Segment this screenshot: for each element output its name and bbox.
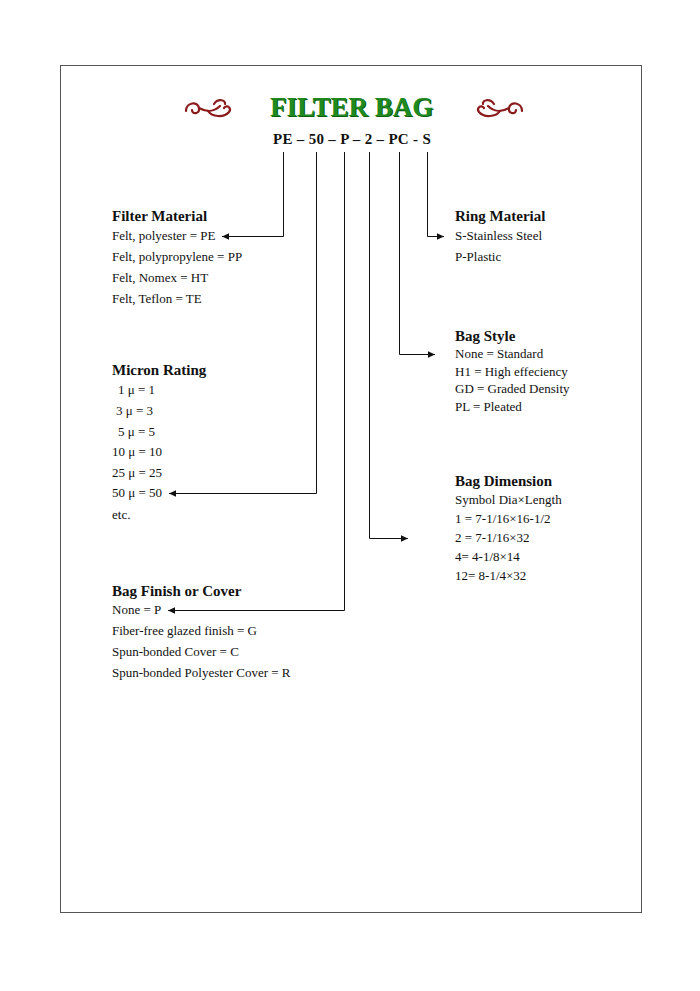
code-entry: Symbol Dia×Length: [455, 493, 562, 508]
section-heading: Ring Material: [455, 208, 545, 225]
code-entry: 5 μ = 5: [118, 425, 155, 440]
leader-arrow: [169, 152, 317, 494]
code-entry: GD = Graded Density: [455, 382, 570, 397]
leader-arrow: [222, 152, 284, 237]
code-entry: 10 μ = 10: [112, 445, 162, 460]
code-entry: 1 = 7-1/16×16-1/2: [455, 512, 551, 527]
code-entry: etc.: [112, 508, 130, 523]
code-entry: S-Stainless Steel: [455, 229, 542, 244]
section-heading: Bag Style: [455, 328, 515, 345]
code-entry: 3 μ = 3: [116, 404, 153, 419]
code-entry: P-Plastic: [455, 250, 501, 265]
code-entry: None = Standard: [455, 347, 543, 362]
code-entry: 25 μ = 25: [112, 466, 162, 481]
ornament-left: [186, 100, 230, 116]
code-entry: Spun-bonded Cover = C: [112, 645, 239, 660]
code-entry: 50 μ = 50: [112, 486, 162, 501]
code-entry: 4= 4-1/8×14: [455, 550, 520, 565]
code-entry: H1 = High effeciency: [455, 365, 568, 380]
code-entry: Felt, polyester = PE: [112, 229, 215, 244]
leader-arrow: [400, 152, 436, 355]
section-heading: Bag Dimension: [455, 473, 552, 490]
code-entry: None = P: [112, 603, 161, 618]
code-entry: 2 = 7-1/16×32: [455, 531, 530, 546]
code-entry: PL = Pleated: [455, 400, 522, 415]
leader-arrow: [428, 152, 445, 237]
code-entry: Felt, polypropylene = PP: [112, 250, 242, 265]
code-entry: Fiber-free glazed finish = G: [112, 624, 257, 639]
title: FILTER BAG: [270, 92, 433, 123]
code-entry: Spun-bonded Polyester Cover = R: [112, 666, 290, 681]
section-heading: Micron Rating: [112, 362, 206, 379]
section-heading: Bag Finish or Cover: [112, 583, 241, 600]
leader-lines: [168, 152, 444, 611]
part-code: PE – 50 – P – 2 – PC - S: [273, 131, 431, 148]
section-heading: Filter Material: [112, 208, 207, 225]
code-entry: 1 μ = 1: [118, 383, 155, 398]
code-entry: 12= 8-1/4×32: [455, 569, 526, 584]
code-entry: Felt, Teflon = TE: [112, 292, 202, 307]
leader-arrow: [370, 152, 409, 539]
page-frame: [61, 66, 642, 913]
ornament-right: [478, 100, 522, 116]
code-entry: Felt, Nomex = HT: [112, 271, 208, 286]
